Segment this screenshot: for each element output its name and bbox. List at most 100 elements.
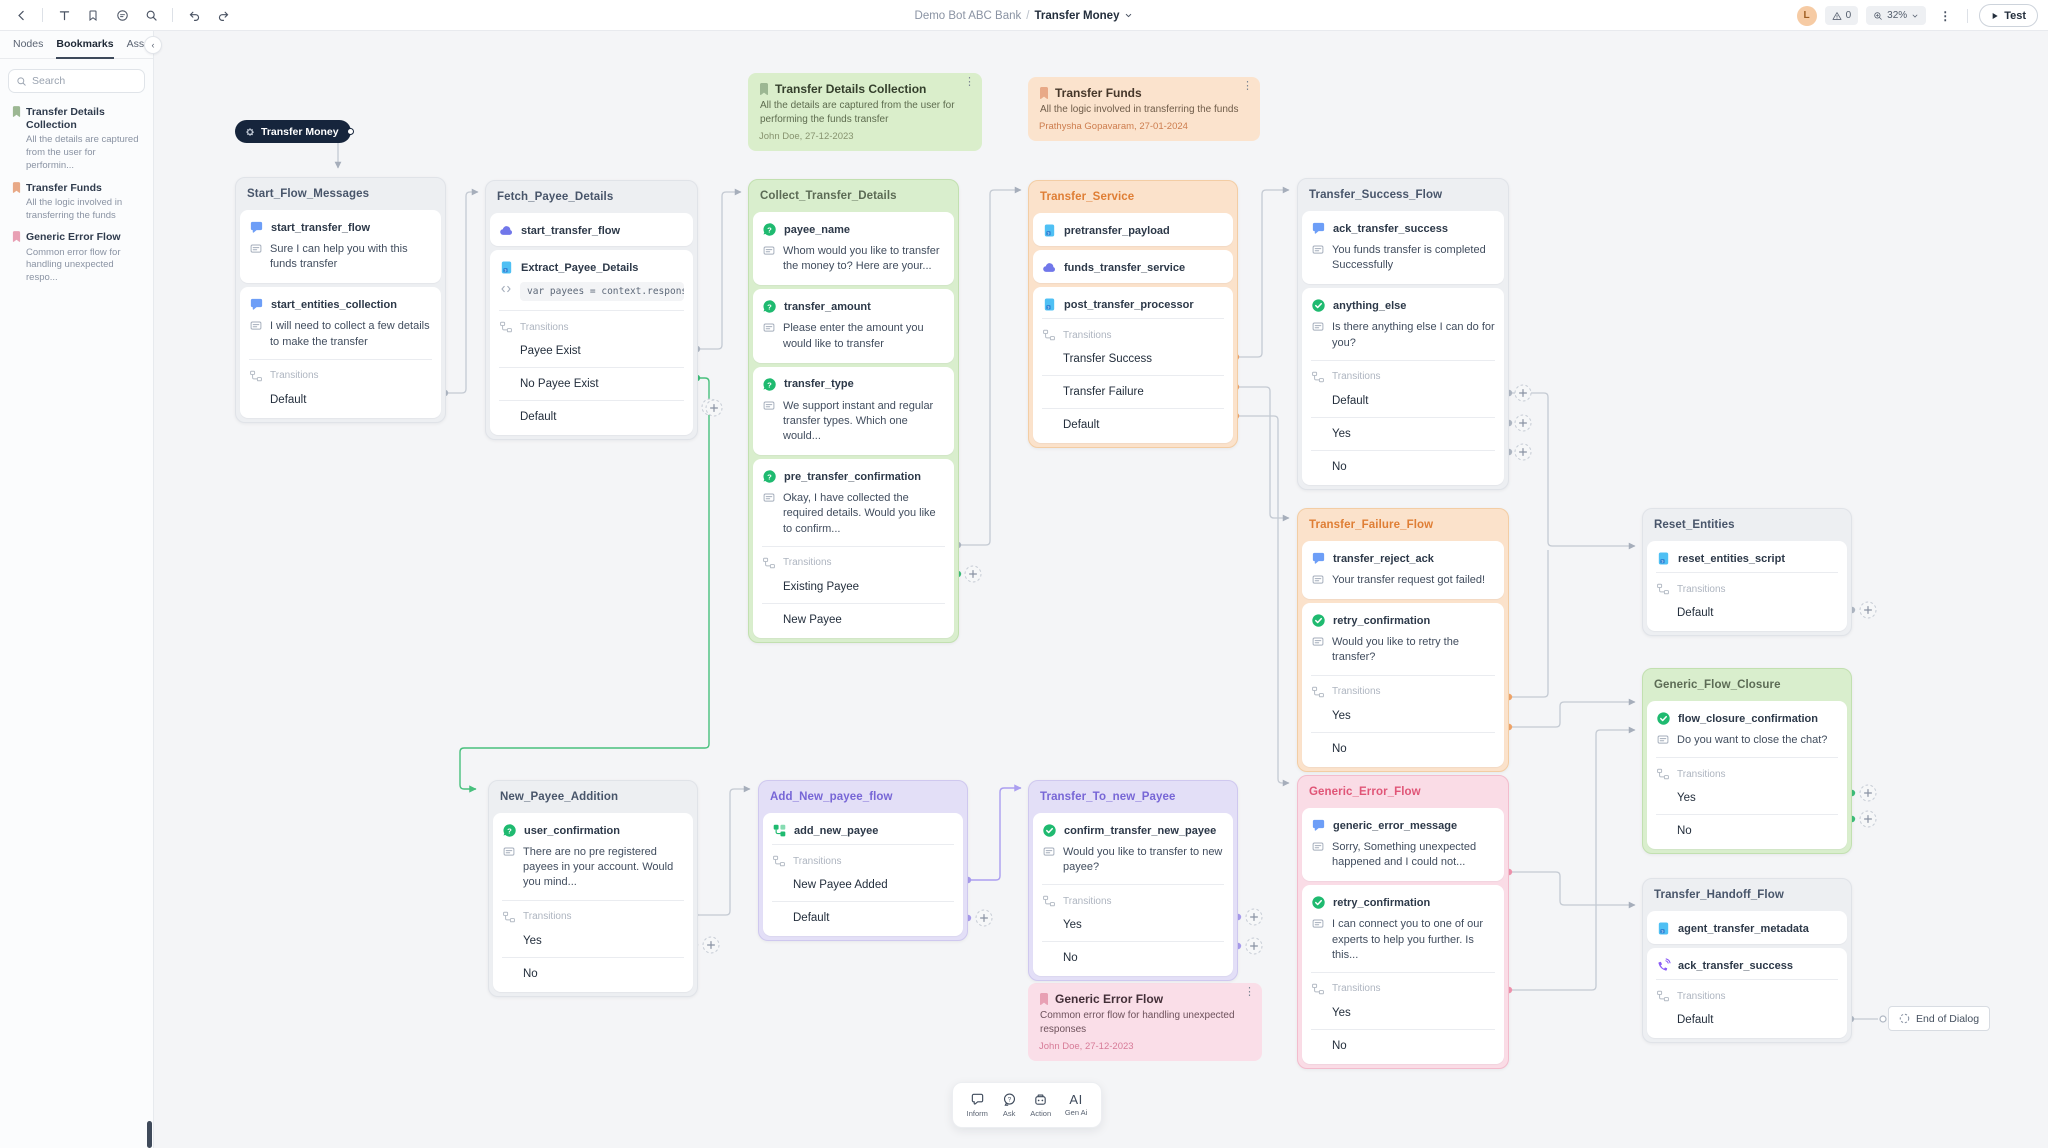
search-input[interactable] [32, 75, 137, 87]
palette-genai-button[interactable]: AI Gen Ai [1064, 1092, 1088, 1117]
add-node-button[interactable] [1514, 384, 1532, 402]
transition-default[interactable]: Default [520, 411, 557, 423]
transition-default[interactable]: Default [793, 912, 830, 924]
transition-default[interactable]: Default [1332, 394, 1369, 407]
back-button[interactable] [10, 4, 32, 26]
transition-default[interactable]: Default [270, 393, 307, 406]
transition-default[interactable]: Default [1677, 607, 1714, 619]
tab-nodes[interactable]: Nodes [13, 37, 44, 50]
bookmark-item-transfer-details[interactable]: Transfer Details Collection All the deta… [0, 97, 153, 173]
add-node-button[interactable] [1859, 810, 1877, 828]
transition-existing-payee[interactable]: Existing Payee [783, 580, 860, 593]
transition-yes[interactable]: Yes [1332, 1006, 1351, 1019]
sidebar-scrollbar[interactable] [147, 1121, 152, 1148]
transition-no[interactable]: No [1063, 952, 1078, 965]
add-node-button[interactable] [1245, 937, 1263, 955]
transition-yes[interactable]: Yes [1332, 427, 1351, 440]
node-group[interactable]: start_transfer_flow [490, 213, 693, 246]
palette-ask-button[interactable]: ? Ask [1002, 1092, 1017, 1118]
chevron-down-icon[interactable] [1124, 11, 1133, 20]
transition-yes[interactable]: Yes [1332, 709, 1351, 722]
transition-yes[interactable]: Yes [1063, 919, 1082, 932]
tab-bookmarks[interactable]: Bookmarks [56, 31, 114, 59]
avatar[interactable]: L [1796, 5, 1817, 26]
more-options-button[interactable]: ⋮ [1939, 8, 1952, 23]
bookmark-item-generic-error[interactable]: Generic Error Flow Common error flow for… [0, 222, 153, 285]
transition-default[interactable]: Default [1677, 1014, 1714, 1026]
add-node-button[interactable] [702, 936, 720, 954]
node-group[interactable]: funds_transfer_service [1033, 250, 1233, 283]
dialog-start-pill[interactable]: Transfer Money [235, 120, 354, 143]
breadcrumb-parent[interactable]: Demo Bot ABC Bank [914, 9, 1022, 22]
note-generic-error-flow[interactable]: Generic Error Flow ⋮ Common error flow f… [1028, 983, 1262, 1061]
transition-new-payee[interactable]: New Payee [783, 613, 842, 626]
end-of-dialog-node[interactable]: End of Dialog [1888, 1006, 1991, 1031]
sidebar-collapse-button[interactable]: ‹ [144, 36, 162, 54]
transition-default[interactable]: Default [1063, 419, 1100, 431]
palette-action-button[interactable]: Action [1030, 1092, 1051, 1118]
add-node-button[interactable] [705, 399, 723, 417]
transition-no[interactable]: No [1677, 825, 1692, 838]
redo-button[interactable] [212, 4, 234, 26]
bookmark-tool-button[interactable] [82, 4, 104, 26]
warnings-badge[interactable]: 0 [1824, 6, 1859, 25]
start-connector-dot[interactable] [346, 128, 354, 135]
comment-tool-button[interactable] [111, 4, 133, 26]
sidebar-search[interactable] [8, 69, 145, 93]
transition-no-payee-exist[interactable]: No Payee Exist [520, 378, 599, 390]
add-node-button[interactable] [1859, 784, 1877, 802]
text-tool-button[interactable] [53, 4, 75, 26]
transition-no[interactable]: No [1332, 460, 1347, 473]
add-node-button[interactable] [1514, 414, 1532, 432]
zoom-control[interactable]: 32% [1866, 6, 1927, 25]
transition-no[interactable]: No [1332, 742, 1347, 755]
add-node-button[interactable] [1859, 601, 1877, 619]
palette-inform-button[interactable]: Inform [967, 1092, 988, 1118]
note-menu-button[interactable]: ⋮ [1242, 80, 1253, 92]
undo-button[interactable] [183, 4, 205, 26]
add-node-button[interactable] [964, 565, 982, 583]
note-menu-button[interactable]: ⋮ [964, 76, 975, 88]
search-tool-button[interactable] [140, 4, 162, 26]
transition-transfer-success[interactable]: Transfer Success [1063, 353, 1153, 365]
add-node-button[interactable] [1514, 443, 1532, 461]
bookmark-item-transfer-funds[interactable]: Transfer Funds All the logic involved in… [0, 173, 153, 223]
transition-no[interactable]: No [523, 967, 538, 980]
note-transfer-funds[interactable]: Transfer Funds ⋮ All the logic involved … [1028, 77, 1260, 141]
note-menu-button[interactable]: ⋮ [1244, 986, 1255, 998]
note-transfer-details-collection[interactable]: Transfer Details Collection ⋮ All the de… [748, 73, 982, 151]
